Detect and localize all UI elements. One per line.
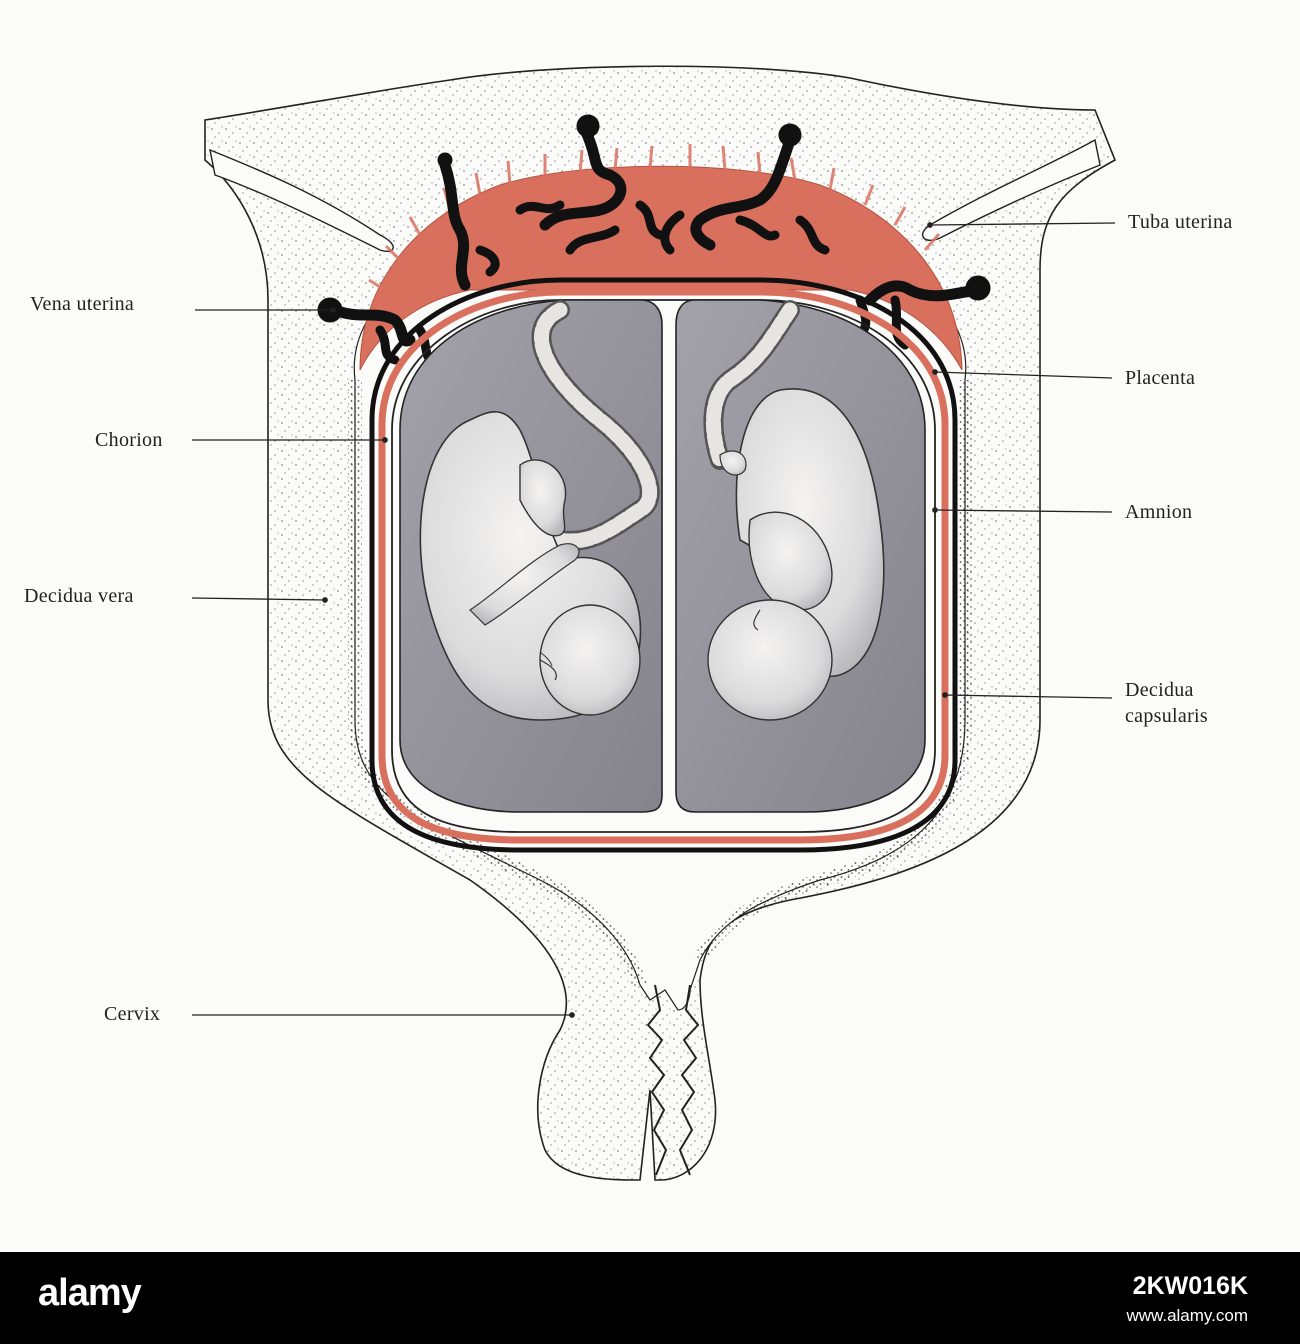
fallopian-tube-right	[921, 138, 1101, 242]
fallopian-tube-left	[209, 148, 394, 252]
label-decidua-capsularis-line1: Decidua	[1125, 679, 1194, 701]
watermark-url: www.alamy.com	[1126, 1306, 1248, 1325]
cavity-stipple-edge-right	[693, 380, 972, 964]
diagram-stage: Tuba uterina Vena uterina Placenta Chori…	[24, 65, 1233, 1181]
label-placenta: Placenta	[1125, 367, 1196, 389]
membrane-rings	[369, 277, 958, 853]
fetus-left	[419, 411, 642, 721]
placenta	[359, 165, 963, 371]
watermark-logo: alamy	[38, 1272, 142, 1314]
cavity-stipple-edge	[348, 380, 647, 988]
label-decidua-vera: Decidua vera	[24, 585, 134, 607]
placenta-villi	[368, 144, 941, 292]
label-cervix: Cervix	[104, 1003, 161, 1025]
fetus-right	[707, 388, 885, 721]
label-decidua-capsularis-line2: capsularis	[1125, 705, 1208, 727]
label-vena-uterina: Vena uterina	[30, 293, 135, 315]
leader-lines	[191, 222, 1116, 1018]
label-tuba-uterina: Tuba uterina	[1128, 211, 1233, 233]
label-amnion: Amnion	[1125, 501, 1193, 523]
umbilical-cord-right	[703, 300, 800, 470]
cervical-canal	[646, 984, 700, 1176]
label-chorion: Chorion	[95, 429, 163, 451]
watermark-image-id: 2KW016K	[1132, 1272, 1248, 1300]
umbilical-cord-left	[531, 300, 660, 551]
watermark-footer	[0, 1252, 1300, 1344]
twin-pregnancy-uterus-diagram	[191, 65, 1117, 1181]
